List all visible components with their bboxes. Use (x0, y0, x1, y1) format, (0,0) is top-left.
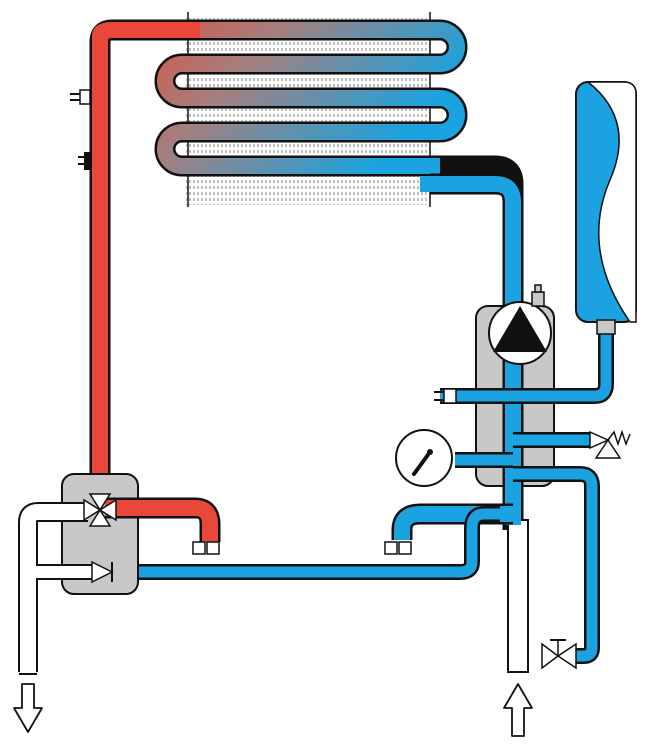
return-pipe-outline (430, 173, 524, 320)
fitting-a-right (206, 541, 220, 555)
fitting-b-right (398, 541, 412, 555)
manifold-pipes (112, 334, 614, 673)
temperature-sensor-1 (79, 89, 91, 105)
heating-return-fitting (384, 541, 412, 555)
heat-exchanger-coil (92, 22, 465, 174)
safety-valve-spring (607, 429, 631, 447)
check-valve (91, 560, 114, 584)
return-pipe (420, 176, 521, 320)
expansion-vessel (575, 81, 637, 335)
fitting-a-left (192, 541, 206, 555)
hot-pipe-top-bend (92, 22, 200, 40)
bypass-pipe (112, 508, 500, 578)
three-way-valve (83, 493, 117, 527)
gauge-needle (412, 450, 432, 476)
outlet-arrow-down-icon (13, 683, 43, 733)
hot-water-outlet (18, 502, 92, 675)
sensor-plug-body (443, 388, 457, 404)
fill-branch (513, 468, 598, 662)
safety-valve (589, 429, 631, 459)
vessel-membrane (585, 81, 637, 323)
pressure-sensor (434, 388, 457, 404)
safety-valve-outlet (594, 438, 622, 459)
fill-valve-right (556, 642, 577, 670)
temperature-sensor-2 (84, 152, 90, 170)
heating-flow-fitting (192, 541, 220, 555)
circulation-pump (488, 284, 552, 365)
valve-right (98, 498, 117, 522)
heating-flow-pipe (105, 500, 218, 542)
vessel-branch (440, 334, 612, 402)
arrow-down-shape (13, 683, 43, 733)
valve-left (83, 498, 102, 522)
gauge-pivot (427, 449, 433, 455)
hot-supply-pipe (70, 22, 200, 500)
valve-top (88, 493, 112, 512)
heat-exchanger (89, 12, 524, 320)
fill-valve (541, 639, 577, 670)
air-vent (531, 291, 545, 307)
heating-return (394, 506, 513, 540)
outlet-pipe (20, 504, 88, 674)
arrow-up-shape (503, 683, 533, 737)
inlet-arrow-up-icon (503, 683, 533, 737)
fill-valve-left (541, 642, 560, 670)
air-vent-cap (534, 284, 542, 293)
safety-valve-left (589, 430, 610, 450)
check-valve-triangle (91, 560, 114, 584)
valve-bottom (88, 508, 112, 527)
vessel-fitting (596, 319, 616, 335)
cold-water-inlet-pipe (507, 519, 529, 673)
pressure-gauge (395, 429, 453, 487)
fitting-b-left (384, 541, 398, 555)
pump-triangle-icon (493, 306, 547, 352)
